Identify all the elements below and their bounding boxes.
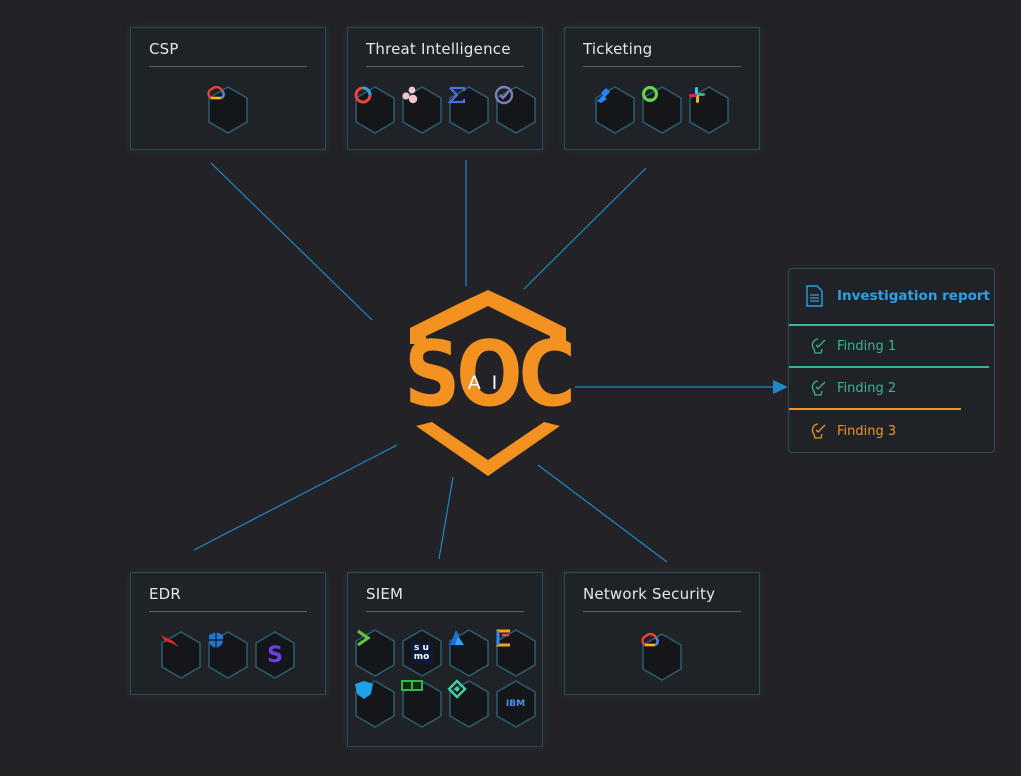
connector-ticketing bbox=[523, 167, 647, 290]
finding-label: Finding 3 bbox=[837, 423, 897, 439]
finding-item[interactable]: Finding 3 bbox=[809, 422, 896, 440]
icon-row bbox=[565, 85, 759, 135]
threat-ring-icon bbox=[353, 85, 397, 135]
document-icon bbox=[806, 285, 823, 307]
report-title: Investigation report bbox=[837, 288, 991, 304]
ibm-qradar-icon: IBM bbox=[494, 679, 538, 729]
card-ticketing[interactable]: Ticketing bbox=[564, 27, 760, 150]
card-title: Ticketing bbox=[583, 40, 741, 67]
icon-row bbox=[131, 85, 325, 135]
google-cloud-icon bbox=[640, 632, 684, 682]
servicenow-icon bbox=[640, 85, 684, 135]
lightbulb-check-icon bbox=[811, 423, 826, 439]
card-threat-intelligence[interactable]: Threat Intelligence bbox=[347, 27, 543, 150]
connector-network bbox=[537, 464, 668, 563]
divider bbox=[789, 408, 961, 410]
icon-row: S bbox=[131, 630, 325, 680]
defender-shield-icon bbox=[206, 630, 250, 680]
card-title: CSP bbox=[149, 40, 307, 67]
card-edr[interactable]: EDR S bbox=[130, 572, 326, 695]
card-title: SIEM bbox=[366, 585, 524, 612]
investigation-report-panel[interactable]: Investigation report Finding 1 Finding 2… bbox=[788, 268, 995, 453]
icon-row bbox=[348, 85, 542, 135]
diamond-icon bbox=[446, 679, 491, 729]
arrow-head-icon bbox=[773, 380, 788, 394]
divider bbox=[789, 324, 994, 326]
finding-item[interactable]: Finding 1 bbox=[809, 337, 896, 355]
soc-shield-icon bbox=[410, 290, 566, 476]
google-cloud-icon bbox=[206, 85, 250, 135]
lightbulb-check-icon bbox=[811, 338, 826, 354]
finding-label: Finding 1 bbox=[837, 338, 897, 354]
azure-icon bbox=[447, 628, 491, 678]
finding-item[interactable]: Finding 2 bbox=[809, 379, 896, 397]
connector-edr bbox=[193, 444, 398, 551]
cluster-dots-icon bbox=[400, 85, 444, 135]
connector-csp bbox=[210, 162, 373, 321]
jira-icon bbox=[593, 85, 637, 135]
lightbulb-check-icon bbox=[811, 380, 826, 396]
sentinelone-icon: S bbox=[253, 630, 297, 680]
soc-title: SOC bbox=[404, 323, 576, 427]
check-circle-icon bbox=[494, 85, 538, 135]
card-network-security[interactable]: Network Security bbox=[564, 572, 760, 695]
prompt-arrow-icon bbox=[353, 628, 397, 678]
slack-icon bbox=[687, 85, 731, 135]
connector-siem bbox=[438, 476, 454, 560]
sigma-icon bbox=[446, 85, 491, 135]
falcon-icon bbox=[159, 630, 203, 680]
card-title: EDR bbox=[149, 585, 307, 612]
card-title: Network Security bbox=[583, 585, 741, 612]
divider bbox=[789, 366, 989, 368]
card-csp[interactable]: CSP bbox=[130, 27, 326, 150]
report-header: Investigation report bbox=[805, 285, 990, 307]
icon-row: IBM bbox=[348, 679, 542, 729]
elastic-box-icon bbox=[400, 679, 444, 729]
card-title: Threat Intelligence bbox=[366, 40, 524, 67]
icon-row bbox=[565, 632, 759, 682]
soc-ai-label: AI bbox=[467, 372, 509, 394]
cloud-lion-icon bbox=[353, 679, 397, 729]
bracket-c-icon bbox=[494, 628, 538, 678]
finding-label: Finding 2 bbox=[837, 380, 897, 396]
